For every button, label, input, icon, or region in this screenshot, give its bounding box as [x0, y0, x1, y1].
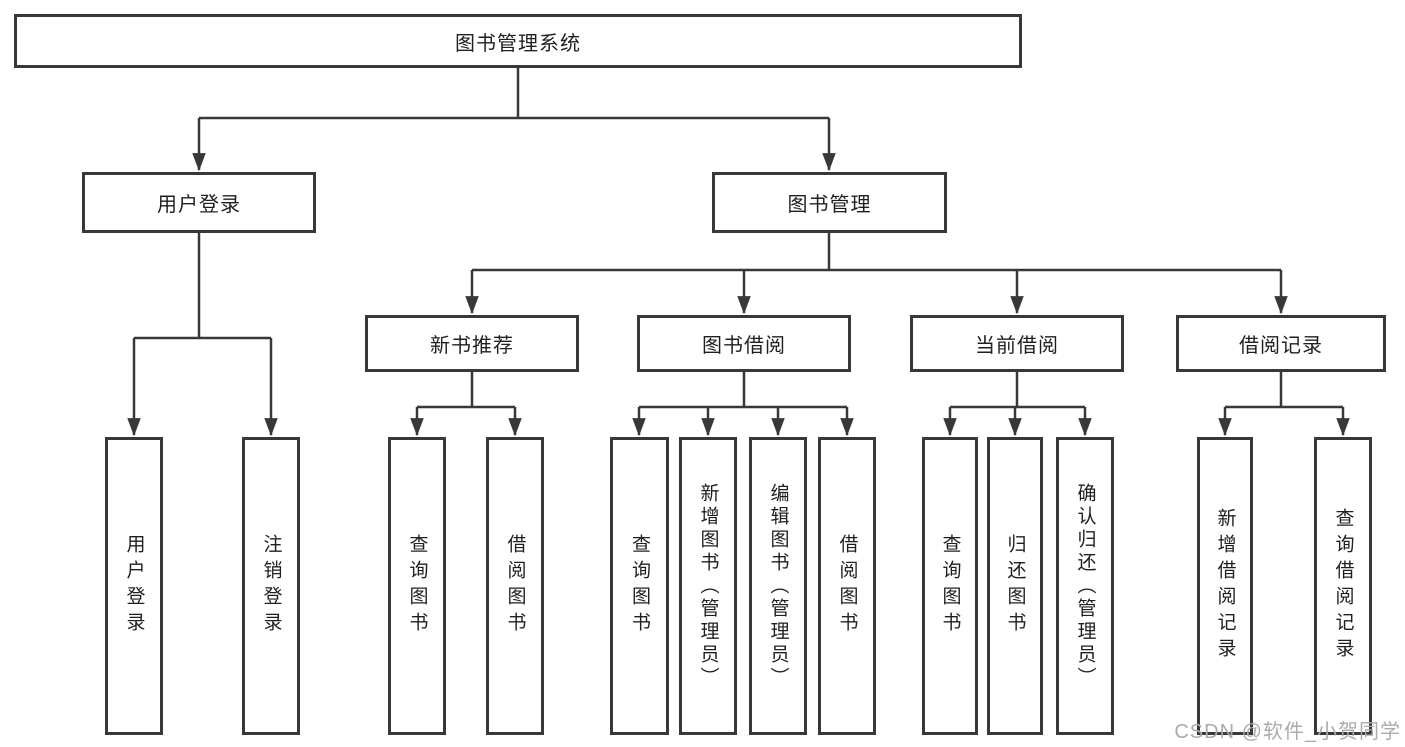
- leaf-current-query: 查询图书: [922, 437, 978, 735]
- leaf-borrow-add-label: 新增图书（管理员）: [697, 482, 719, 690]
- leaf-record-add: 新增借阅记录: [1197, 437, 1253, 735]
- leaf-user-login-label: 用户登录: [123, 534, 145, 638]
- leaf-record-add-label: 新增借阅记录: [1214, 508, 1236, 664]
- leaf-borrow-query-label: 查询图书: [629, 534, 650, 638]
- node-user-login: 用户登录: [82, 172, 316, 233]
- leaf-borrow-edit: 编辑图书（管理员）: [749, 437, 807, 735]
- leaf-borrow-add: 新增图书（管理员）: [679, 437, 737, 735]
- node-new-book: 新书推荐: [365, 315, 579, 372]
- leaf-user-login: 用户登录: [105, 437, 163, 735]
- node-borrow-record-label: 借阅记录: [1239, 335, 1323, 357]
- leaf-record-query-label: 查询借阅记录: [1332, 508, 1354, 664]
- csdn-watermark: CSDN @软件_小贺同学: [1174, 721, 1401, 743]
- node-borrow-record: 借阅记录: [1176, 315, 1386, 372]
- leaf-borrow-borrow-label: 借阅图书: [836, 534, 858, 638]
- node-root: 图书管理系统: [14, 14, 1022, 68]
- leaf-borrow-borrow: 借阅图书: [818, 437, 876, 735]
- leaf-newbook-query: 查询图书: [388, 437, 446, 735]
- leaf-borrow-query: 查询图书: [610, 437, 669, 735]
- leaf-current-confirm: 确认归还（管理员）: [1056, 437, 1114, 735]
- leaf-current-query-label: 查询图书: [939, 534, 961, 638]
- node-new-book-label: 新书推荐: [430, 335, 514, 357]
- leaf-logout: 注销登录: [242, 437, 300, 735]
- node-user-login-label: 用户登录: [157, 194, 241, 216]
- leaf-logout-label: 注销登录: [260, 534, 282, 638]
- node-root-label: 图书管理系统: [455, 32, 581, 55]
- node-book-mgmt-label: 图书管理: [787, 194, 872, 216]
- leaf-newbook-borrow: 借阅图书: [486, 437, 544, 735]
- node-book-borrow: 图书借阅: [637, 315, 851, 372]
- node-current-borrow-label: 当前借阅: [975, 335, 1059, 357]
- leaf-current-return: 归还图书: [987, 437, 1043, 735]
- leaf-borrow-edit-label: 编辑图书（管理员）: [767, 482, 789, 690]
- node-current-borrow: 当前借阅: [910, 315, 1124, 372]
- leaf-record-query: 查询借阅记录: [1314, 437, 1372, 735]
- leaf-current-return-label: 归还图书: [1004, 534, 1026, 638]
- node-book-borrow-label: 图书借阅: [702, 335, 786, 357]
- leaf-newbook-borrow-label: 借阅图书: [504, 534, 526, 638]
- leaf-newbook-query-label: 查询图书: [406, 534, 428, 638]
- leaf-current-confirm-label: 确认归还（管理员）: [1074, 482, 1096, 690]
- node-book-mgmt: 图书管理: [712, 172, 947, 233]
